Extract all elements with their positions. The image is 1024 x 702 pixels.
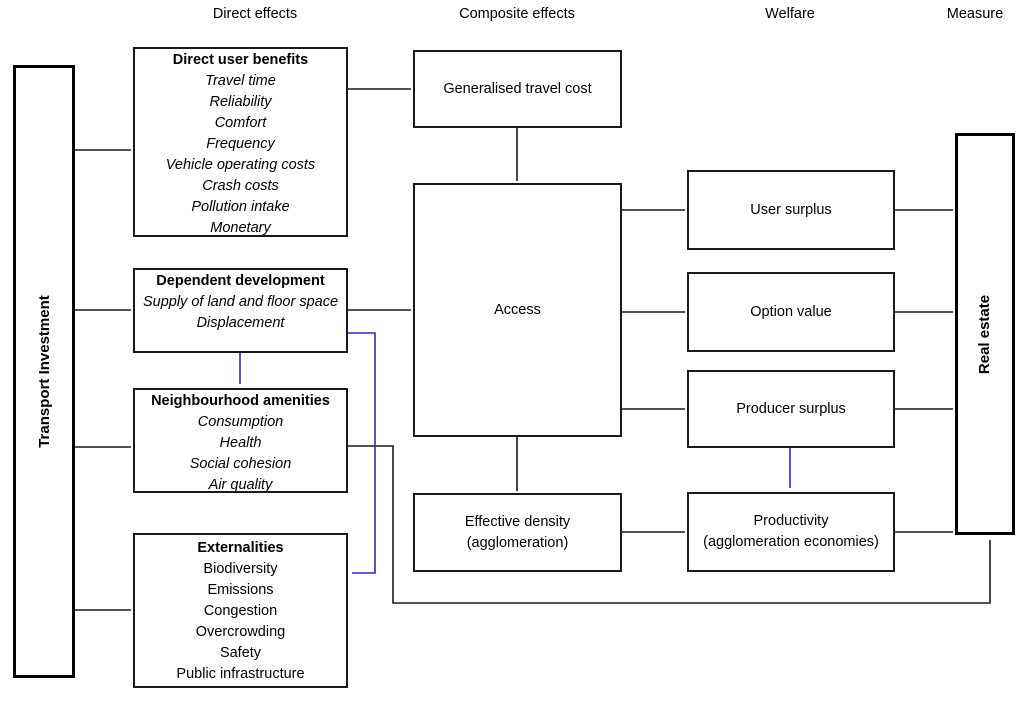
box-label: (agglomeration): [466, 534, 569, 551]
box-item: Comfort: [214, 115, 267, 131]
box-item: Displacement: [196, 315, 285, 331]
box-item: Crash costs: [202, 178, 279, 194]
box-generalised-travel-cost: Generalised travel cost: [413, 50, 622, 128]
box-item: Air quality: [208, 477, 273, 493]
box-option-value: Option value: [687, 272, 895, 352]
box-item: Travel time: [205, 73, 276, 89]
box-item: Safety: [219, 645, 262, 661]
box-item: Overcrowding: [195, 624, 286, 640]
box-label: Productivity: [753, 513, 829, 529]
box-real-estate: Real estate: [955, 133, 1015, 535]
box-item: Reliability: [209, 94, 272, 110]
box-user-surplus: User surplus: [687, 170, 895, 250]
box-direct-user-benefits: Direct user benefits Travel time Reliabi…: [133, 47, 348, 237]
box-real-estate-label: Real estate: [976, 294, 994, 374]
box-item: Pollution intake: [191, 199, 290, 215]
box-label: Option value: [750, 303, 832, 320]
box-item: Frequency: [206, 136, 275, 152]
box-label: Access: [494, 301, 541, 318]
box-item: Consumption: [197, 414, 284, 430]
box-externalities: Externalities Biodiversity Emissions Con…: [133, 533, 348, 688]
column-header-measure: Measure: [946, 6, 1004, 22]
box-item: Biodiversity: [203, 561, 278, 577]
box-item: Congestion: [203, 603, 278, 619]
box-label: Producer surplus: [736, 400, 846, 417]
box-item: Social cohesion: [189, 456, 292, 472]
box-item: Emissions: [207, 582, 274, 598]
box-effective-density: Effective density (agglomeration): [413, 493, 622, 572]
box-title: Neighbourhood amenities: [151, 393, 330, 409]
column-header-direct-effects: Direct effects: [212, 6, 298, 22]
box-label: Generalised travel cost: [443, 80, 592, 97]
box-transport-investment: Transport Investment: [13, 65, 75, 678]
box-item: Monetary: [210, 220, 271, 236]
edge-dd-to-externalities-blue: [348, 332, 376, 574]
box-item: Vehicle operating costs: [165, 157, 316, 173]
box-productivity: Productivity (agglomeration economies): [687, 492, 895, 572]
box-access: Access: [413, 183, 622, 437]
box-title: Externalities: [197, 540, 284, 556]
box-item: Health: [219, 435, 262, 451]
box-transport-investment-label: Transport Investment: [35, 295, 53, 448]
box-dependent-development: Dependent development Supply of land and…: [133, 268, 348, 353]
column-header-composite-effects: Composite effects: [459, 6, 575, 22]
box-title: Dependent development: [156, 273, 325, 289]
box-producer-surplus: Producer surplus: [687, 370, 895, 448]
box-label: Effective density: [464, 513, 571, 530]
box-label: (agglomeration economies): [703, 534, 879, 550]
box-label: User surplus: [750, 201, 832, 218]
box-neighbourhood-amenities: Neighbourhood amenities Consumption Heal…: [133, 388, 348, 493]
box-title: Direct user benefits: [172, 52, 309, 68]
box-item: Public infrastructure: [176, 666, 305, 682]
box-item: Supply of land and floor space: [142, 294, 339, 310]
column-header-welfare: Welfare: [765, 6, 815, 22]
